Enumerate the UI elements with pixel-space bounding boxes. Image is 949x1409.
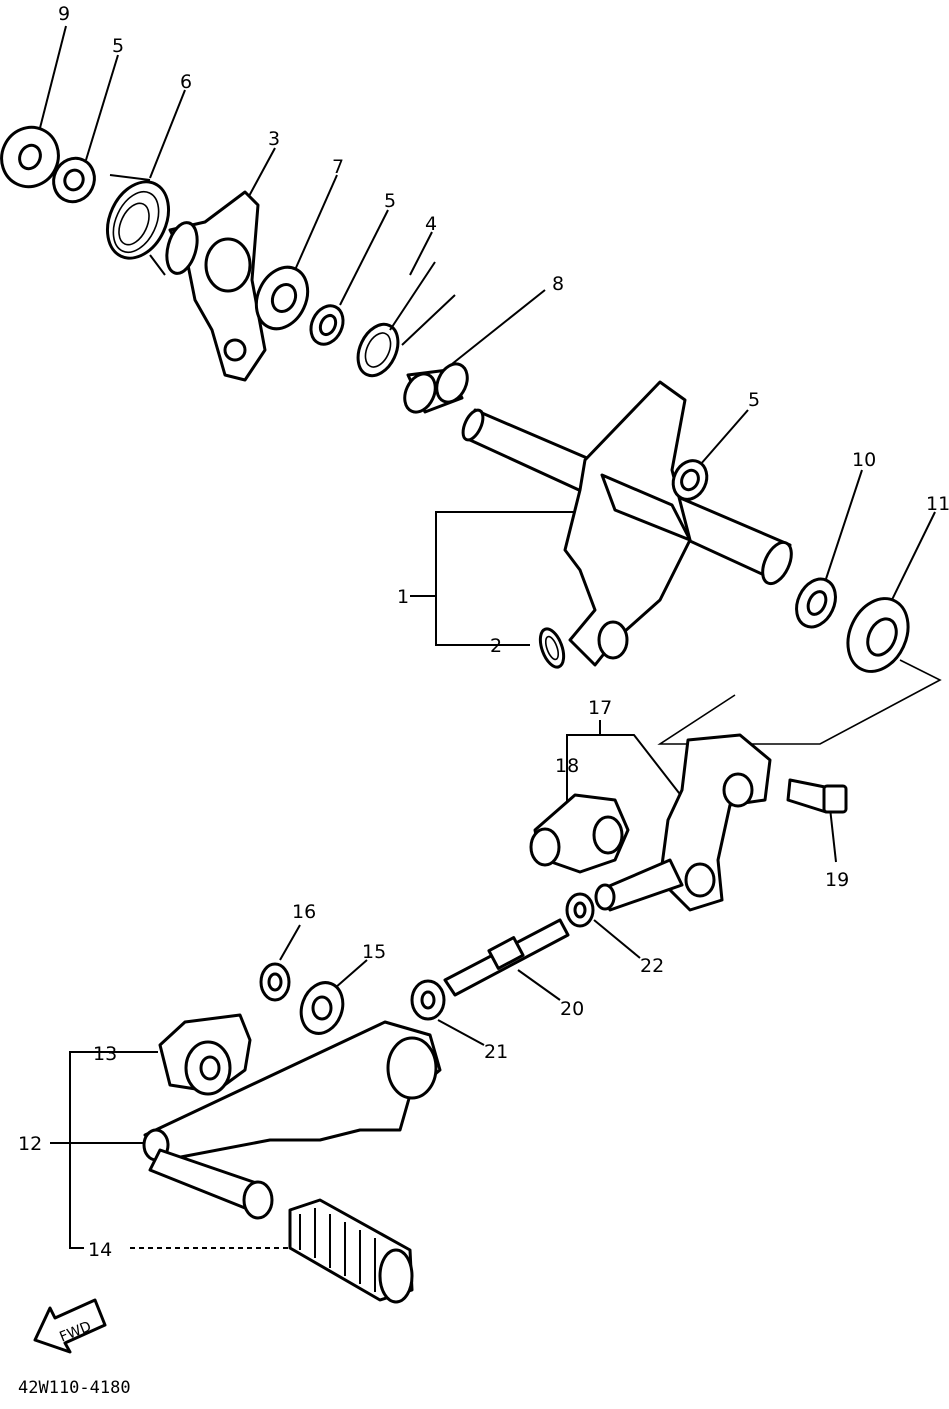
nut-21-shape <box>410 979 446 1021</box>
oil-seal-11-shape <box>846 597 910 673</box>
collar-8-shape <box>403 362 469 414</box>
callout-labels: 9 5 6 3 7 5 4 8 5 10 11 1 2 17 18 19 16 … <box>18 3 949 1398</box>
diagram-code: 42W110-4180 <box>18 1378 131 1398</box>
spring-4-shape <box>356 261 456 378</box>
callout-label: 6 <box>180 71 192 93</box>
spring-6-shape <box>106 174 170 276</box>
washer-15-shape <box>299 981 345 1035</box>
callout-label: 14 <box>88 1239 112 1261</box>
callout-label: 12 <box>18 1133 42 1155</box>
callout-label: 10 <box>852 449 876 471</box>
tie-rod-20-shape <box>443 918 570 997</box>
shift-shaft-1-shape <box>461 380 793 667</box>
circlip-5c-shape <box>671 459 709 501</box>
forward-arrow-icon <box>33 1298 107 1354</box>
callout-label: 13 <box>93 1043 117 1065</box>
leader-lines <box>39 25 942 1249</box>
circlip-5a-shape <box>52 156 96 204</box>
callout-label: 5 <box>384 190 396 212</box>
nut-22-shape <box>565 892 595 928</box>
callout-label: 15 <box>362 941 386 963</box>
circlip-5b-shape <box>309 304 345 346</box>
callout-label: 8 <box>552 273 564 295</box>
washer-9-shape <box>0 125 60 189</box>
joint-18-shape <box>529 793 630 874</box>
callout-label: 3 <box>268 128 280 150</box>
callout-label: 16 <box>292 901 316 923</box>
callout-label: 18 <box>555 755 579 777</box>
callout-label: 5 <box>748 389 760 411</box>
callout-label: 2 <box>490 635 502 657</box>
bolt-19-shape <box>786 778 848 814</box>
arm-3-shape <box>165 190 267 382</box>
callout-label: 11 <box>926 493 949 515</box>
callout-label: 17 <box>588 697 612 719</box>
circlip-16-shape <box>259 962 291 1002</box>
callout-label: 1 <box>397 586 409 608</box>
spring-2-shape <box>538 627 566 669</box>
pedal-rubber-14-shape <box>288 1198 414 1304</box>
callout-label: 22 <box>640 955 664 977</box>
washer-7-shape <box>254 265 310 331</box>
shift-arm-17-shape <box>594 733 772 912</box>
callout-label: 5 <box>112 35 124 57</box>
joint-13-shape <box>158 1013 252 1096</box>
washer-10-shape <box>795 577 837 629</box>
callout-label: 7 <box>332 156 344 178</box>
callout-label: 4 <box>425 213 437 235</box>
callout-label: 9 <box>58 3 70 25</box>
callout-label: 21 <box>484 1041 508 1063</box>
callout-label: 20 <box>560 998 584 1020</box>
shift-pedal-12-shape <box>142 1020 442 1220</box>
callout-label: 19 <box>825 869 849 891</box>
